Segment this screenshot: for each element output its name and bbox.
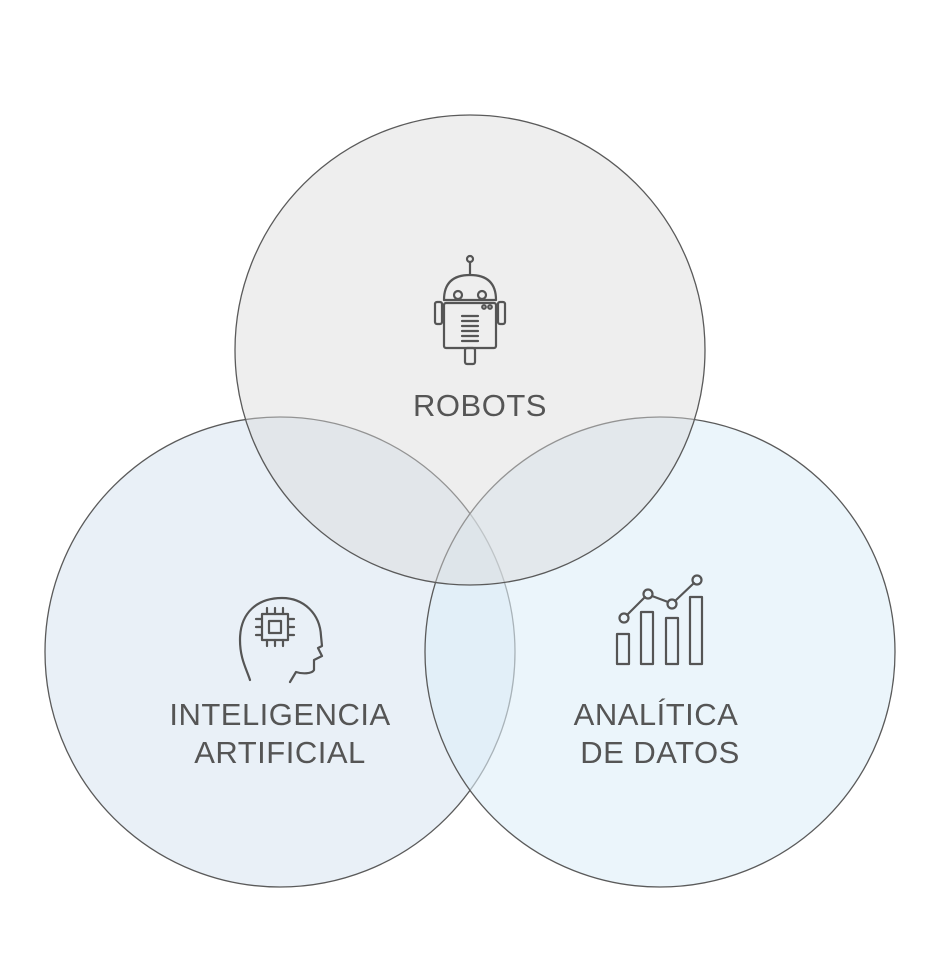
label-robots: ROBOTS xyxy=(413,388,547,423)
robot-icon xyxy=(433,254,507,366)
circle-robots xyxy=(234,114,706,586)
ai-head-chip-icon xyxy=(238,596,324,684)
label-data-line-1: ANALÍTICA xyxy=(574,697,739,732)
label-data-line-2: DE DATOS xyxy=(580,735,740,770)
label-ai-line-1: INTELIGENCIA xyxy=(169,697,390,732)
circle-data-analytics xyxy=(424,416,896,888)
bar-line-chart-icon xyxy=(615,574,704,666)
label-ai-line-2: ARTIFICIAL xyxy=(194,735,366,770)
